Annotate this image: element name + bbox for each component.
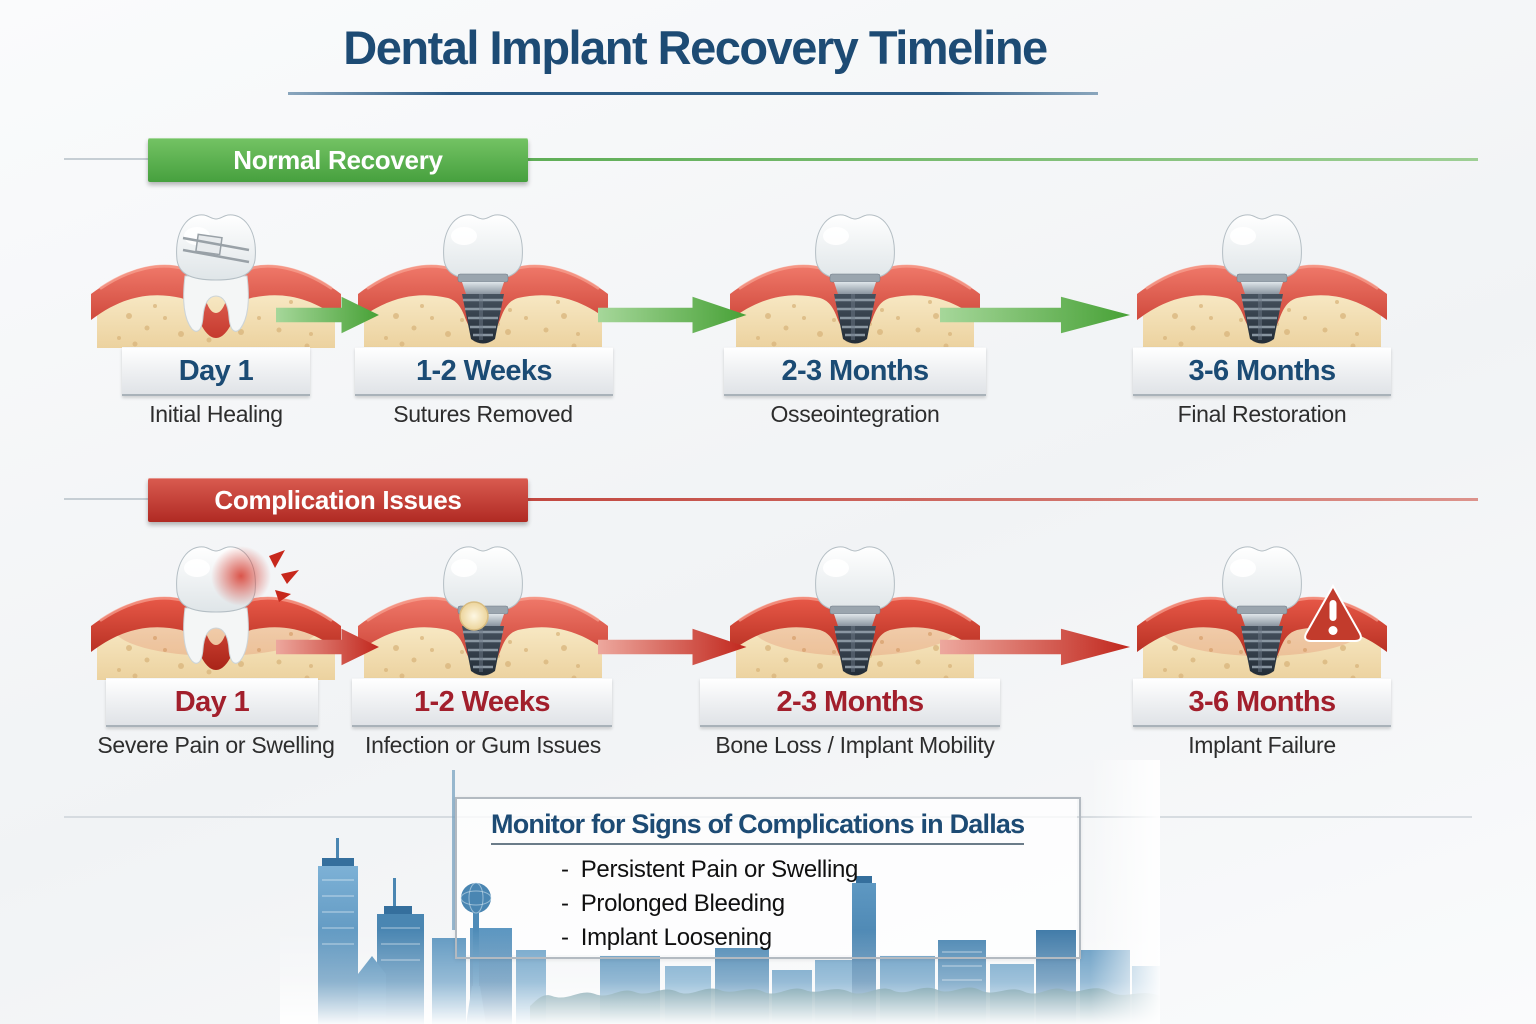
stage-time-label: Day 1 [122, 347, 310, 396]
section-line-right-normal [528, 158, 1478, 161]
monitor-list-item: -Implant Loosening [561, 924, 772, 951]
implant-inflamed-gum-icon [730, 528, 980, 681]
stage-sublabel: Initial Healing [149, 401, 283, 427]
stage-time-label: 3-6 Months [1133, 678, 1391, 727]
stage-sublabel: Final Restoration [1177, 401, 1347, 427]
red-arrow-icon [598, 626, 748, 668]
section-line-right-complication [528, 498, 1478, 501]
section-line-left-normal [64, 158, 148, 160]
stage-time-label: 1-2 Weeks [355, 347, 613, 396]
stage-time-label: 2-3 Months [700, 678, 1000, 727]
monitor-list-item: -Persistent Pain or Swelling [561, 856, 859, 883]
monitor-box-title: Monitor for Signs of Complications in Da… [491, 809, 1025, 845]
stage-sublabel: Severe Pain or Swelling [97, 732, 335, 758]
page-title: Dental Implant Recovery Timeline [343, 21, 1048, 74]
normal-recovery-banner: Normal Recovery [148, 138, 528, 182]
bullet-dash: - [561, 890, 569, 917]
implant-failure-warning-icon [1137, 528, 1387, 681]
stage-time-label: 1-2 Weeks [352, 678, 612, 727]
section-line-left-complication [64, 498, 148, 500]
stage-time-label: 2-3 Months [724, 347, 986, 396]
green-arrow-icon [276, 294, 380, 336]
stage-time-label: Day 1 [106, 678, 318, 727]
implant-crown-icon [730, 196, 980, 349]
stage-sublabel: Bone Loss / Implant Mobility [715, 732, 995, 758]
implant-gum-abscess-icon [358, 528, 608, 681]
green-arrow-icon [940, 294, 1132, 336]
natural-tooth-sutured-icon [91, 196, 341, 349]
monitor-box: Monitor for Signs of Complications in Da… [455, 797, 1081, 959]
dallas-skyline-illustration [280, 760, 1160, 1024]
bullet-dash: - [561, 924, 569, 951]
monitor-list: -Persistent Pain or Swelling -Prolonged … [561, 853, 858, 955]
title-underline [288, 92, 1098, 95]
bullet-dash: - [561, 856, 569, 883]
complication-issues-banner: Complication Issues [148, 478, 528, 522]
stage-sublabel: Osseointegration [770, 401, 940, 427]
monitor-list-item: -Prolonged Bleeding [561, 890, 785, 917]
stage-sublabel: Infection or Gum Issues [365, 732, 601, 758]
stage-sublabel: Sutures Removed [393, 401, 573, 427]
stage-sublabel: Implant Failure [1188, 732, 1336, 758]
implant-crown-icon [358, 196, 608, 349]
red-arrow-icon [940, 626, 1132, 668]
implant-crown-icon [1137, 196, 1387, 349]
monitor-box-background [455, 797, 1077, 955]
red-arrow-icon [276, 626, 380, 668]
green-arrow-icon [598, 294, 748, 336]
stage-time-label: 3-6 Months [1133, 347, 1391, 396]
